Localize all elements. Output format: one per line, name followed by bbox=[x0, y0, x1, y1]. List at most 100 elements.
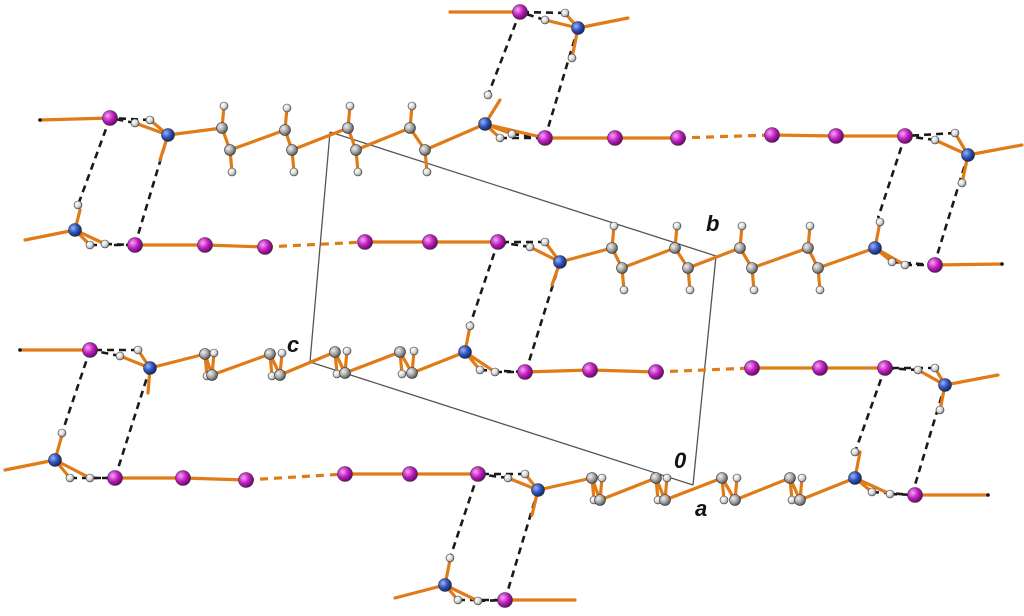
carbon-atom bbox=[199, 348, 211, 360]
chain-end-dot bbox=[986, 493, 990, 497]
iodine-atom bbox=[127, 237, 143, 253]
iodine-atom bbox=[670, 130, 686, 146]
carbon-atom bbox=[784, 472, 796, 484]
hydrogen-atom bbox=[219, 101, 229, 111]
bond bbox=[663, 476, 724, 502]
contact-line bbox=[486, 11, 522, 96]
hydrogen-atom bbox=[57, 428, 67, 438]
contact-line bbox=[113, 367, 152, 479]
hydrogen-atom bbox=[73, 200, 83, 210]
hydrogen-atom bbox=[957, 178, 967, 188]
nitrogen-atom bbox=[848, 471, 862, 485]
iodine-atom bbox=[607, 130, 623, 146]
contact-line bbox=[910, 384, 947, 496]
iodine-atom bbox=[897, 128, 913, 144]
iodine-atom bbox=[517, 364, 533, 380]
hydrogen-atom bbox=[540, 237, 550, 247]
hydrogen-atom bbox=[409, 346, 419, 356]
chain-end-dot bbox=[18, 348, 22, 352]
bond bbox=[228, 128, 287, 152]
hydrogen-atom bbox=[567, 53, 577, 63]
hydrogen-atom bbox=[342, 346, 352, 356]
unit-cell-edge bbox=[309, 361, 694, 486]
hydrogen-bond-contacts bbox=[60, 10, 970, 603]
hydrogen-atom bbox=[913, 365, 923, 375]
bond bbox=[343, 350, 402, 375]
bond bbox=[3, 458, 57, 472]
bond bbox=[354, 126, 412, 152]
iodine-atom bbox=[582, 362, 598, 378]
carbon-atom bbox=[729, 494, 741, 506]
hydrogen-atom bbox=[887, 257, 897, 267]
bond bbox=[290, 126, 350, 152]
nitrogen-atom bbox=[553, 255, 567, 269]
chain-end-dot bbox=[1000, 262, 1004, 266]
hydrogen-atom bbox=[422, 167, 432, 177]
carbon-atom bbox=[224, 144, 236, 156]
contact-line bbox=[60, 349, 92, 434]
bond bbox=[278, 350, 337, 377]
carbon-atom bbox=[342, 122, 354, 134]
bond bbox=[816, 246, 877, 270]
contact-line bbox=[519, 10, 546, 22]
carbon-atom bbox=[746, 262, 758, 274]
hydrogen-atom bbox=[850, 447, 860, 457]
bond bbox=[38, 116, 112, 122]
bond bbox=[423, 122, 487, 152]
hydrogen-atom bbox=[737, 221, 747, 231]
contact-line bbox=[109, 116, 151, 122]
nitrogen-atom bbox=[478, 117, 492, 131]
hydrogen-atom bbox=[115, 351, 125, 361]
nitrogen-atom bbox=[938, 378, 952, 392]
hydrogen-atom bbox=[805, 221, 815, 231]
carbon-atom bbox=[206, 369, 218, 381]
hydrogen-atom bbox=[672, 221, 682, 231]
contact-line bbox=[76, 117, 112, 206]
iodine-atom bbox=[497, 592, 513, 608]
hydrogen-atom bbox=[867, 487, 877, 497]
nitrogen-atom bbox=[571, 21, 585, 35]
carbon-atom bbox=[734, 242, 746, 254]
hydrogen-atom bbox=[507, 129, 517, 139]
bond bbox=[536, 476, 594, 492]
carbon-atom bbox=[659, 494, 671, 506]
bond bbox=[166, 126, 224, 137]
iodine-atom bbox=[927, 257, 943, 273]
carbon-atom bbox=[794, 494, 806, 506]
bond bbox=[770, 133, 838, 138]
unit-cell-edge bbox=[329, 131, 717, 257]
nitrogen-atom bbox=[868, 241, 882, 255]
bond bbox=[410, 350, 467, 375]
chain-end-dot bbox=[38, 118, 42, 122]
bond bbox=[966, 143, 1024, 157]
nitrogen-atom bbox=[68, 223, 82, 237]
hydrogen-atom bbox=[473, 596, 483, 606]
halogen-bond bbox=[245, 472, 346, 482]
carbon-atom bbox=[216, 122, 228, 134]
axis-label-b: b bbox=[706, 211, 719, 236]
carbon-atom bbox=[594, 494, 606, 506]
hydrogen-atom bbox=[397, 369, 407, 379]
hydrogen-atom bbox=[483, 90, 493, 100]
nitrogen-atom bbox=[161, 128, 175, 142]
nitrogen-atom bbox=[961, 148, 975, 162]
hydrogen-atom bbox=[85, 240, 95, 250]
bond bbox=[523, 368, 592, 374]
iodine-atom bbox=[337, 466, 353, 482]
iodine-atom bbox=[82, 342, 98, 358]
halogen-bond bbox=[655, 366, 753, 374]
bond bbox=[588, 368, 658, 374]
bond bbox=[933, 262, 1004, 267]
hydrogen-atom bbox=[597, 473, 607, 483]
iodine-atom bbox=[357, 234, 373, 250]
iodine-atom bbox=[238, 472, 254, 488]
iodine-atom bbox=[470, 466, 486, 482]
carbon-atom bbox=[406, 367, 418, 379]
carbon-atom bbox=[812, 262, 824, 274]
hydrogen-atom bbox=[560, 8, 570, 18]
contact-line bbox=[876, 135, 907, 219]
hydrogen-atom bbox=[540, 15, 550, 25]
hydrogen-atom bbox=[900, 260, 910, 270]
